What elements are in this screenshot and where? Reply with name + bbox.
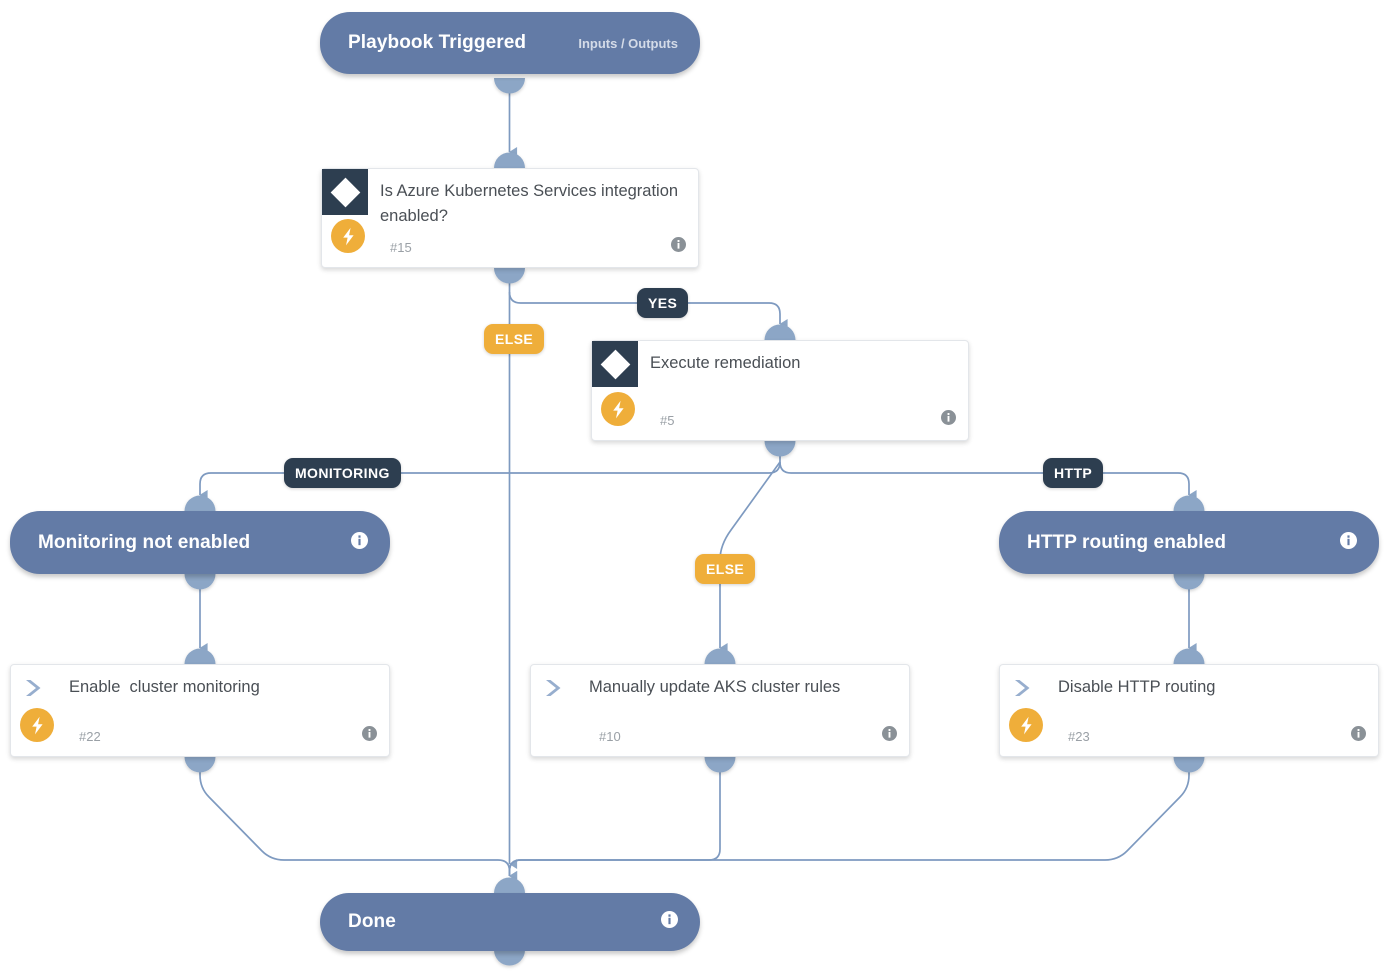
node-aks-integration-decision[interactable]: Is Azure Kubernetes Services integration… [321,168,699,268]
node-number: #5 [660,412,675,428]
node-manually-update-aks-cluster-rules[interactable]: Manually update AKS cluster rules #10 [530,664,910,757]
node-title: Monitoring not enabled [38,531,251,553]
node-done[interactable]: Done [320,893,700,951]
node-title: Is Azure Kubernetes Services integration… [380,182,683,225]
port-disable-out [1173,757,1205,773]
node-disable-http-routing[interactable]: Disable HTTP routing #23 [999,664,1379,757]
card-head: Is Azure Kubernetes Services integration… [322,169,698,229]
branch-label-else-mid[interactable]: ELSE [695,554,756,584]
info-icon[interactable] [1351,726,1366,746]
port-monitoring-in [184,495,216,511]
port-monitoring-out [184,574,216,590]
node-playbook-triggered[interactable]: Playbook Triggered Inputs / Outputs [320,12,700,74]
node-title: Manually update AKS cluster rules [589,678,841,696]
diamond-icon [322,169,368,215]
port-http-out [1173,574,1205,590]
node-title: Playbook Triggered [348,32,527,53]
node-enable-cluster-monitoring[interactable]: Enable cluster monitoring #22 [10,664,390,757]
port-decision15-out [494,268,525,284]
diamond-icon [592,341,638,387]
node-subtitle-inputs-outputs[interactable]: Inputs / Outputs [578,35,678,51]
lightning-bolt-icon [20,708,54,742]
branch-label-else-top[interactable]: ELSE [484,324,545,354]
port-remediation-out [764,441,796,457]
lightning-bolt-icon [1009,708,1043,742]
port-enable-in [184,648,216,664]
branch-label-monitoring[interactable]: MONITORING [284,458,401,488]
card-head: Manually update AKS cluster rules [531,665,909,711]
node-number: #15 [390,239,412,255]
info-icon[interactable] [351,531,368,554]
port-http-in [1173,495,1205,511]
chevron-right-icon [11,665,57,711]
node-title: HTTP routing enabled [1027,531,1227,553]
node-number: #22 [79,728,101,744]
port-manual-out [704,757,736,773]
node-title: Execute remediation [650,354,801,372]
card-head: Disable HTTP routing [1000,665,1378,711]
port-playbook-out [494,78,525,94]
port-enable-out [184,757,216,773]
port-done-in [494,877,525,893]
info-icon[interactable] [882,726,897,746]
card-footer: #5 [592,400,968,440]
port-decision15-in [494,152,525,168]
node-execute-remediation[interactable]: Execute remediation #5 [591,340,969,441]
node-http-routing-enabled[interactable]: HTTP routing enabled [999,511,1379,574]
card-footer: #15 [322,227,698,267]
port-done-out [494,950,525,966]
card-footer: #10 [531,716,909,756]
port-remediation-in [764,324,796,340]
info-icon[interactable] [941,410,956,430]
branch-label-yes[interactable]: YES [637,288,689,318]
branch-label-http[interactable]: HTTP [1043,458,1104,488]
card-head: Execute remediation [592,341,968,387]
node-title: Done [348,911,396,932]
card-head: Enable cluster monitoring [11,665,389,711]
node-title: Disable HTTP routing [1058,678,1216,696]
info-icon[interactable] [362,726,377,746]
port-disable-in [1173,648,1205,664]
port-manual-in [704,648,736,664]
node-monitoring-not-enabled[interactable]: Monitoring not enabled [10,511,390,574]
info-icon[interactable] [671,237,686,257]
chevron-right-icon [1000,665,1046,711]
node-title: Enable cluster monitoring [69,678,260,696]
info-icon[interactable] [1340,531,1357,554]
lightning-bolt-icon [331,219,365,253]
node-number: #10 [599,728,621,744]
chevron-right-icon [531,665,577,711]
card-footer: #22 [11,716,389,756]
node-number: #23 [1068,728,1090,744]
card-footer: #23 [1000,716,1378,756]
info-icon[interactable] [661,911,678,933]
lightning-bolt-icon [601,392,635,426]
